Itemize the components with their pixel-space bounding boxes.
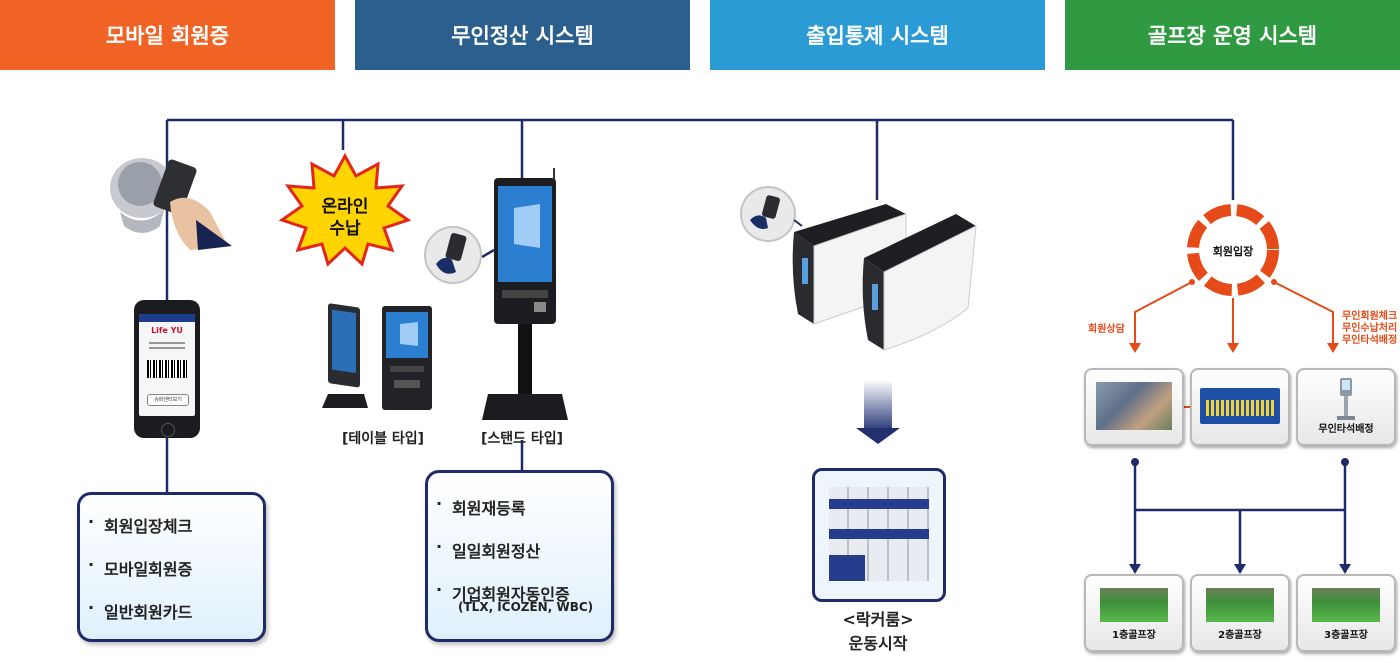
barcode-scanner-illustration — [110, 158, 232, 250]
badge-line-2: 수납 — [329, 219, 361, 239]
stand-type-caption: [스탠드 타입] — [480, 431, 564, 447]
kiosk-features-panel: 회원재등록 일일회원정산 기업회원자동인증 (TLX, ICOZEN, WBC) — [425, 470, 614, 642]
member-entry-hub — [1187, 204, 1279, 296]
front-desk-photo — [1096, 382, 1172, 430]
header-kiosk: 무인정산 시스템 — [355, 0, 690, 70]
nfc-phone-icon — [424, 226, 482, 284]
mobile-features-panel: 회원입장체크 모바일회원증 일반회원카드 — [77, 492, 266, 642]
consult-note: 회원상담 — [1088, 324, 1125, 335]
barcode-icon — [147, 360, 187, 378]
table-type-caption: [테이블 타입] — [341, 431, 425, 447]
feature-item: 모바일회원증 — [80, 555, 263, 580]
hub-label: 회원입장 — [1212, 245, 1254, 258]
floor-label: 3층골프장 — [1324, 630, 1368, 641]
kiosk-icon — [1337, 378, 1355, 420]
auto-bay-label: 무인타석배정 — [1318, 424, 1374, 435]
auto-note-2: 무인수납처리 — [1342, 323, 1398, 334]
auto-bay-card: 무인타석배정 — [1296, 368, 1396, 446]
floor-card-2: 2층골프장 — [1190, 574, 1290, 652]
feature-item: 일반회원카드 — [80, 598, 263, 623]
floor-card-1: 1층골프장 — [1084, 574, 1184, 652]
mobile-phone: Life YU 슈퍼센터보기 — [134, 300, 200, 438]
header-access: 출입통제 시스템 — [710, 0, 1045, 70]
floor-label: 2층골프장 — [1218, 630, 1262, 641]
down-arrow-head — [856, 428, 900, 444]
floor-card-3: 3층골프장 — [1296, 574, 1396, 652]
header-mobile: 모바일 회원증 — [0, 0, 335, 70]
feature-item: 일일회원정산 — [428, 537, 611, 562]
seat-board-card — [1190, 368, 1290, 446]
speed-gate-illustration — [740, 186, 977, 351]
seat-board-screen — [1200, 388, 1280, 424]
front-desk-card — [1084, 368, 1184, 446]
stand-kiosk-illustration — [482, 168, 568, 420]
down-arrow-icon — [864, 380, 892, 430]
phone-button: 슈퍼센터보기 — [147, 394, 189, 406]
auto-note-3: 무인타석배정 — [1342, 335, 1398, 346]
badge-line-1: 온라인 — [321, 197, 369, 217]
online-payment-badge — [278, 152, 412, 267]
floor-label: 1층골프장 — [1112, 630, 1156, 641]
phone-brand-logo: Life YU — [151, 326, 183, 335]
table-kiosk-illustration — [322, 303, 432, 410]
auto-note-1: 무인회원체크 — [1342, 311, 1398, 322]
feature-item: 회원입장체크 — [80, 512, 263, 537]
locker-room-photo — [812, 468, 946, 602]
locker-subtitle: 운동시작 — [848, 634, 908, 653]
locker-title: <락커룸> — [842, 610, 914, 629]
feature-item: 회원재등록 — [428, 494, 611, 519]
header-golf: 골프장 운영 시스템 — [1065, 0, 1400, 70]
feature-note: (TLX, ICOZEN, WBC) — [458, 600, 594, 614]
feature-item: 기업회원자동인증 — [428, 580, 611, 605]
